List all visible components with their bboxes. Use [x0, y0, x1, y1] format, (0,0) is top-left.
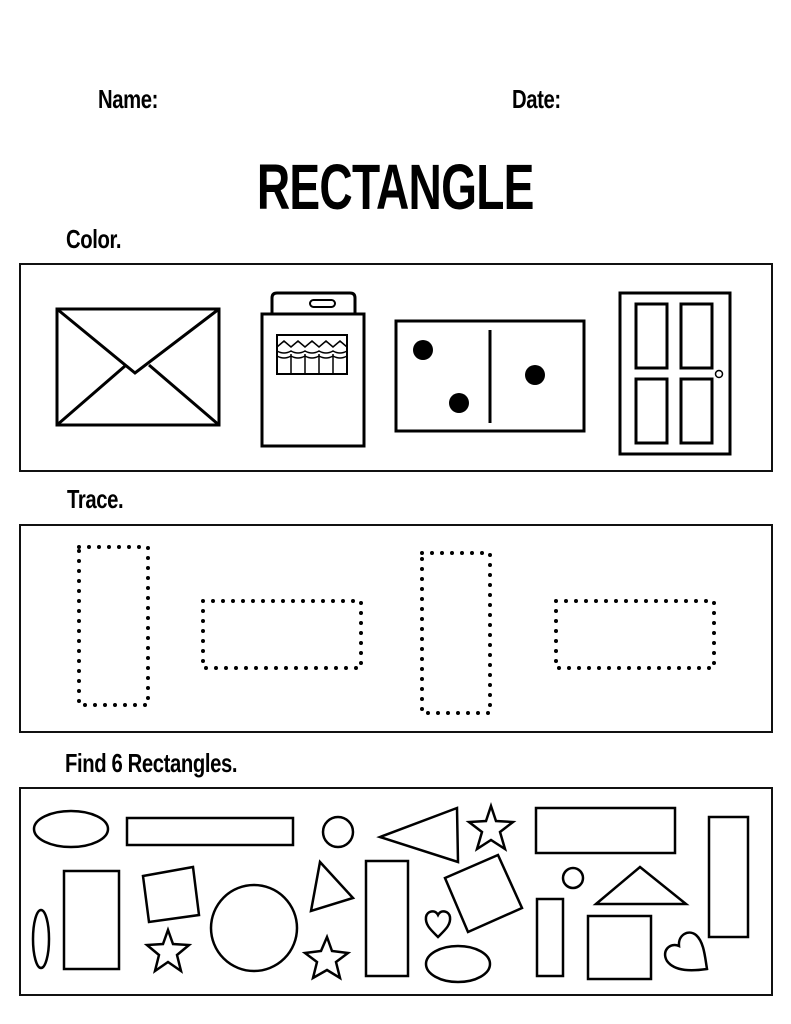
- vertical-oval-shape[interactable]: [31, 908, 51, 970]
- crayons-icon: [276, 340, 348, 374]
- date-label: Date:: [512, 84, 561, 114]
- domino-icon[interactable]: [394, 319, 586, 433]
- page-title-text: RECTANGLE: [257, 151, 535, 223]
- oval-shape-2[interactable]: [424, 944, 492, 984]
- star-shape-1[interactable]: [465, 802, 517, 852]
- square-shape[interactable]: [586, 914, 653, 981]
- find-panel: [19, 787, 773, 996]
- large-circle-shape[interactable]: [209, 883, 299, 973]
- star-shape-2[interactable]: [143, 926, 193, 974]
- trace-panel: [19, 524, 773, 733]
- page-title: RECTANGLE: [0, 150, 791, 224]
- rectangle-shape-4[interactable]: [62, 869, 121, 971]
- small-circle-shape[interactable]: [321, 815, 355, 849]
- heart-shape-1[interactable]: [424, 910, 452, 939]
- rectangle-shape-2[interactable]: [534, 806, 677, 855]
- star-shape-3[interactable]: [301, 933, 352, 981]
- dotted-rectangle-2[interactable]: [201, 599, 363, 670]
- color-panel: [19, 263, 773, 472]
- oval-shape[interactable]: [32, 809, 110, 849]
- tilted-square-shape-1[interactable]: [141, 865, 201, 924]
- rectangle-shape-6[interactable]: [535, 897, 565, 978]
- dotted-rectangle-3[interactable]: [420, 551, 492, 715]
- dotted-rectangle-4[interactable]: [554, 599, 716, 670]
- trace-section-label: Trace.: [67, 484, 124, 514]
- door-icon[interactable]: [618, 291, 732, 456]
- dotted-rectangle-1[interactable]: [77, 545, 150, 707]
- envelope-icon[interactable]: [55, 307, 221, 427]
- rectangle-shape-3[interactable]: [707, 815, 750, 939]
- heart-shape-2[interactable]: [663, 931, 709, 972]
- small-circle-shape-2[interactable]: [561, 866, 585, 890]
- name-label: Name:: [98, 84, 159, 114]
- triangle-shape-1[interactable]: [376, 806, 460, 864]
- triangle-shape-2[interactable]: [309, 859, 356, 913]
- tilted-square-shape-2[interactable]: [443, 853, 524, 934]
- crayon-box-icon[interactable]: [260, 291, 366, 448]
- triangle-shape-3[interactable]: [592, 865, 690, 906]
- color-section-label: Color.: [66, 224, 122, 254]
- rectangle-shape-1[interactable]: [125, 816, 295, 847]
- find-section-label: Find 6 Rectangles.: [65, 748, 238, 778]
- rectangle-shape-5[interactable]: [364, 859, 410, 978]
